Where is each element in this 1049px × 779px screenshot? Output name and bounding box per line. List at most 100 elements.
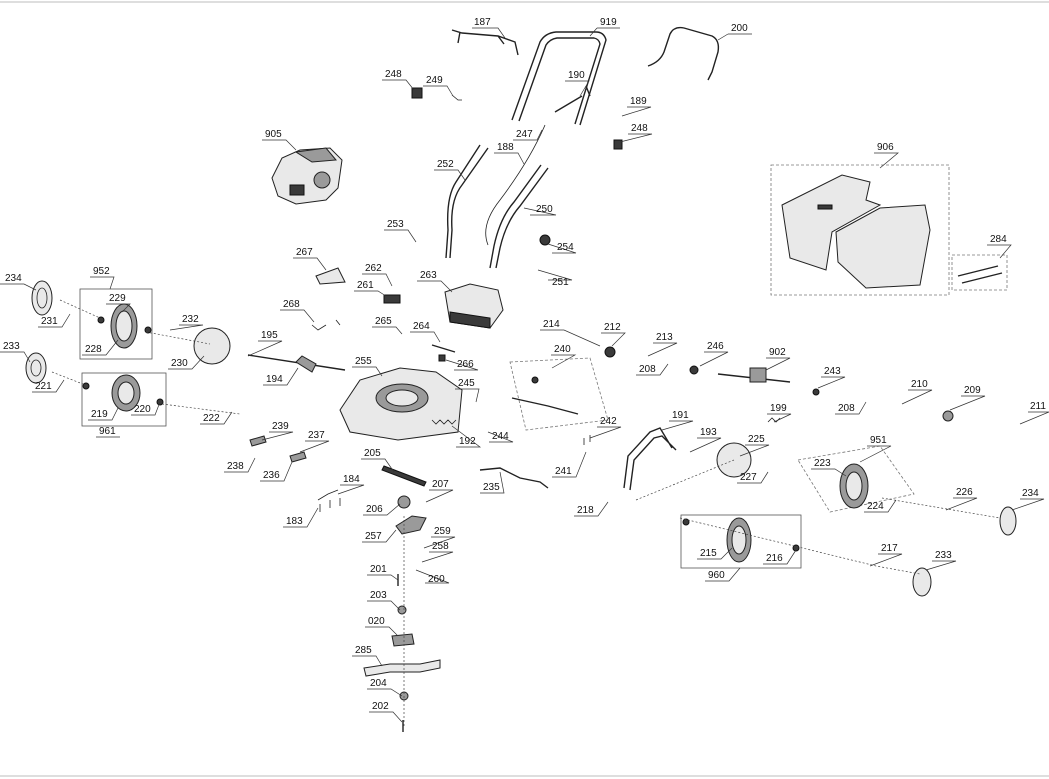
part-label: 216 bbox=[766, 553, 783, 564]
pulley-206 bbox=[397, 495, 411, 509]
part-label: 228 bbox=[85, 344, 102, 355]
upper-handle-919 bbox=[511, 31, 607, 126]
hubcap-233-right bbox=[912, 567, 932, 597]
part-labels: 187 919 200 248 249 190 189 248 247 905 … bbox=[3, 17, 1046, 712]
part-209 bbox=[942, 410, 954, 422]
part-label: 208 bbox=[639, 364, 656, 375]
screw-249 bbox=[451, 94, 462, 101]
part-label: 233 bbox=[3, 341, 20, 352]
part-label: 248 bbox=[385, 69, 402, 80]
part-label: 202 bbox=[372, 701, 389, 712]
part-label: 192 bbox=[459, 436, 476, 447]
part-label: 209 bbox=[964, 385, 981, 396]
part-label: 207 bbox=[432, 479, 449, 490]
part-label: 248 bbox=[631, 123, 648, 134]
washer-203 bbox=[397, 605, 407, 615]
rails-284 bbox=[957, 265, 1003, 284]
cover-263 bbox=[444, 283, 504, 329]
part-label: 238 bbox=[227, 461, 244, 472]
part-label: 194 bbox=[266, 374, 283, 385]
lower-handle-250 bbox=[489, 164, 549, 269]
part-label: 240 bbox=[554, 344, 571, 355]
part-label: 234 bbox=[5, 273, 22, 284]
nut-246 bbox=[689, 365, 699, 375]
screws-242 bbox=[583, 435, 591, 445]
part-label: 261 bbox=[357, 280, 374, 291]
part-label: 268 bbox=[283, 299, 300, 310]
part-label: 191 bbox=[672, 410, 689, 421]
axle-tube-191 bbox=[623, 427, 677, 491]
part-label: 187 bbox=[474, 17, 491, 28]
part-label: 221 bbox=[35, 381, 52, 392]
part-label: 210 bbox=[911, 379, 928, 390]
part-label: 184 bbox=[343, 474, 360, 485]
spring-192 bbox=[431, 419, 457, 425]
part-194 bbox=[295, 355, 317, 373]
part-label: 188 bbox=[497, 142, 514, 153]
part-label: 257 bbox=[365, 531, 382, 542]
part-label: 199 bbox=[770, 403, 787, 414]
throttle-cable-200 bbox=[647, 26, 720, 81]
hubcap-234-left bbox=[31, 280, 53, 316]
clamp-248b bbox=[613, 139, 623, 150]
part-label: 905 bbox=[265, 129, 282, 140]
part-label: 255 bbox=[355, 356, 372, 367]
pins-268 bbox=[311, 319, 341, 331]
axis-front-lower bbox=[679, 517, 921, 575]
part-label: 264 bbox=[413, 321, 430, 332]
part-label: 237 bbox=[308, 430, 325, 441]
part-label: 201 bbox=[370, 564, 387, 575]
wheel-961 bbox=[82, 374, 164, 412]
part-label: 260 bbox=[428, 574, 445, 585]
part-label: 960 bbox=[708, 570, 725, 581]
part-label: 239 bbox=[272, 421, 289, 432]
box-952 bbox=[79, 288, 153, 360]
part-label: 236 bbox=[263, 470, 280, 481]
part-label: 267 bbox=[296, 247, 313, 258]
part-label: 212 bbox=[604, 322, 621, 333]
part-label: 193 bbox=[700, 427, 717, 438]
part-drawings bbox=[25, 26, 1017, 732]
part-label: 223 bbox=[814, 458, 831, 469]
part-label: 245 bbox=[458, 378, 475, 389]
grass-bag-906 bbox=[781, 174, 931, 289]
part-label: 266 bbox=[457, 359, 474, 370]
part-label: 220 bbox=[134, 404, 151, 415]
clamp-248 bbox=[411, 87, 423, 99]
part-label: 200 bbox=[731, 23, 748, 34]
part-212 bbox=[604, 346, 616, 358]
part-label: 241 bbox=[555, 466, 572, 477]
part-label: 246 bbox=[707, 341, 724, 352]
part-label: 250 bbox=[536, 204, 553, 215]
plate-239 bbox=[249, 435, 267, 447]
part-label: 247 bbox=[516, 129, 533, 140]
part-label: 218 bbox=[577, 505, 594, 516]
part-label: 206 bbox=[366, 504, 383, 515]
shaft-902 bbox=[717, 367, 791, 383]
part-label: 208 bbox=[838, 403, 855, 414]
shaft-assembly-240 bbox=[509, 357, 609, 431]
wheel-960 bbox=[682, 517, 800, 563]
hubcap-233-left bbox=[25, 352, 47, 384]
bolts-184 bbox=[317, 489, 341, 512]
part-label: 225 bbox=[748, 434, 765, 445]
part-label: 020 bbox=[368, 616, 385, 627]
part-label: 203 bbox=[370, 590, 387, 601]
hubcap-234-right bbox=[999, 506, 1017, 536]
part-label: 961 bbox=[99, 426, 116, 437]
box-906 bbox=[770, 164, 950, 296]
part-label: 263 bbox=[420, 270, 437, 281]
axis-191 bbox=[635, 459, 735, 501]
wheel-951 bbox=[797, 445, 915, 513]
blade-285 bbox=[363, 659, 441, 677]
part-label: 234 bbox=[1022, 488, 1039, 499]
bowden-cable-188 bbox=[485, 124, 546, 246]
part-label: 951 bbox=[870, 435, 887, 446]
belt-205 bbox=[381, 465, 427, 487]
part-label: 284 bbox=[990, 234, 1007, 245]
part-label: 952 bbox=[93, 266, 110, 277]
part-label: 242 bbox=[600, 416, 617, 427]
part-label: 211 bbox=[1030, 401, 1046, 412]
lower-handle-252 bbox=[445, 144, 489, 259]
